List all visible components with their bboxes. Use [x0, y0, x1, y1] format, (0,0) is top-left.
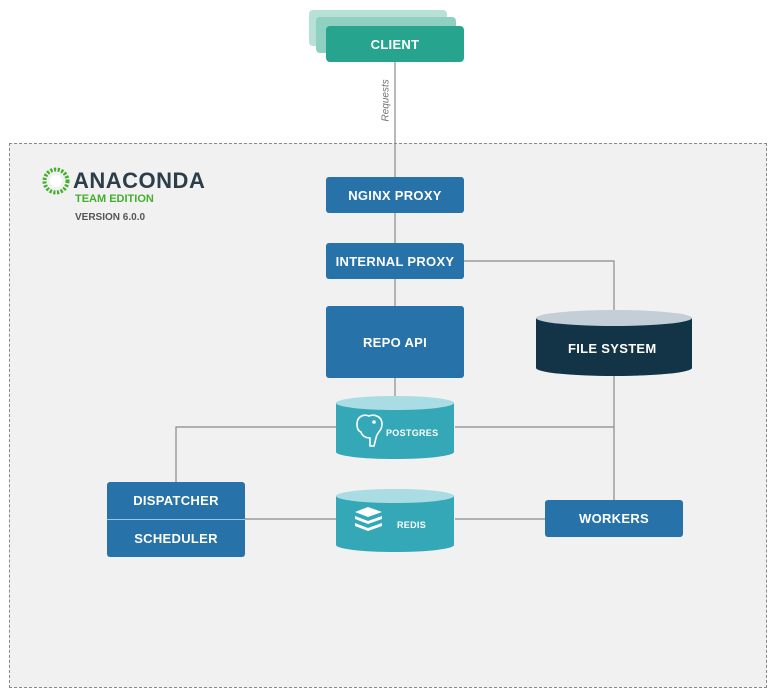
logo-edition: TEAM EDITION	[75, 193, 154, 205]
dispatcher-scheduler-divider	[107, 519, 245, 520]
client-node: CLIENT	[326, 26, 464, 62]
file-system-label: FILE SYSTEM	[568, 341, 657, 356]
logo-version: VERSION 6.0.0	[75, 212, 146, 223]
postgres-label: POSTGRES	[386, 428, 439, 438]
internal-proxy-node: INTERNAL PROXY	[326, 243, 464, 279]
redis-label: REDIS	[397, 520, 427, 530]
postgres-to-dispatcher-line	[175, 426, 336, 482]
elephant-icon	[356, 414, 383, 447]
requests-label: Requests	[380, 79, 392, 122]
dispatcher-label: DISPATCHER	[133, 493, 219, 508]
workers-node: WORKERS	[545, 500, 683, 537]
internal-to-filesystem-line	[464, 260, 615, 312]
logo-wordmark: ANACONDA	[73, 168, 206, 193]
anaconda-ring-icon	[42, 167, 70, 195]
postgres-cylinder	[336, 396, 454, 459]
redis-stack-icon	[355, 507, 382, 531]
nginx-proxy-node: NGINX PROXY	[326, 177, 464, 213]
scheduler-label: SCHEDULER	[134, 531, 218, 546]
file-system-cylinder	[536, 310, 692, 376]
dispatcher-scheduler-node: DISPATCHER SCHEDULER	[107, 482, 245, 557]
repo-api-node: REPO API	[326, 306, 464, 378]
redis-cylinder	[336, 489, 454, 552]
